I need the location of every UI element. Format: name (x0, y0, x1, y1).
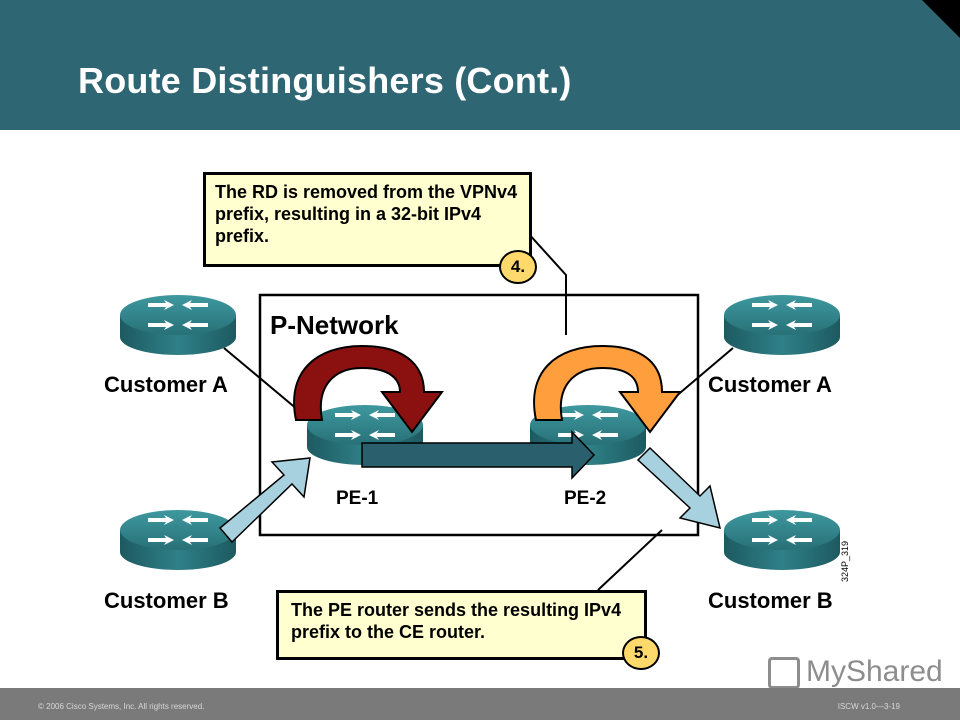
arrow-ceb-to-pe1 (218, 457, 311, 544)
customer-a-left-router (120, 295, 236, 355)
pe2-label: PE-2 (564, 488, 607, 509)
callout-step-4: The RD is removed from the VPNv4 prefix,… (203, 172, 532, 267)
step-5-badge: 5. (622, 636, 660, 670)
watermark-icon (768, 657, 800, 690)
customer-b-right-router (724, 510, 840, 570)
header-corner (922, 0, 960, 38)
watermark-text: MyShared (806, 655, 943, 688)
loop-arrow-pe1 (293, 344, 444, 434)
figure-id: 324P_319 (840, 540, 850, 582)
callout-step-5-text: The PE router sends the resulting IPv4 p… (291, 600, 622, 642)
step-4-badge: 4. (499, 250, 537, 284)
p-network-label: P-Network (270, 310, 399, 340)
p-network-boundary (258, 293, 700, 537)
watermark: MyShared (768, 655, 943, 690)
customer-b-left-router (120, 510, 236, 570)
customer-b-right-label: Customer B (708, 588, 833, 613)
callout-step-4-text: The RD is removed from the VPNv4 prefix,… (215, 182, 518, 246)
loop-arrow-pe2 (533, 344, 682, 434)
slide-footer: © 2006 Cisco Systems, Inc. All rights re… (0, 688, 960, 720)
footer-copyright: © 2006 Cisco Systems, Inc. All rights re… (38, 702, 205, 711)
arrow-pe2-to-ceb (636, 446, 722, 530)
customer-a-left-label: Customer A (104, 372, 228, 397)
slide-header: Route Distinguishers (Cont.) (0, 0, 960, 130)
customer-a-right-label: Customer A (708, 372, 832, 397)
customer-a-right-router (724, 295, 840, 355)
callout4-leader (517, 221, 567, 335)
footer-slide-number: ISCW v1.0—3-19 (837, 702, 900, 711)
arrow-pe1-to-pe2 (361, 430, 596, 480)
pe1-label: PE-1 (336, 488, 379, 509)
callout5-leader (597, 529, 663, 591)
customer-b-left-label: Customer B (104, 588, 229, 613)
slide-title: Route Distinguishers (Cont.) (78, 60, 572, 101)
callout-step-5: The PE router sends the resulting IPv4 p… (276, 590, 647, 660)
